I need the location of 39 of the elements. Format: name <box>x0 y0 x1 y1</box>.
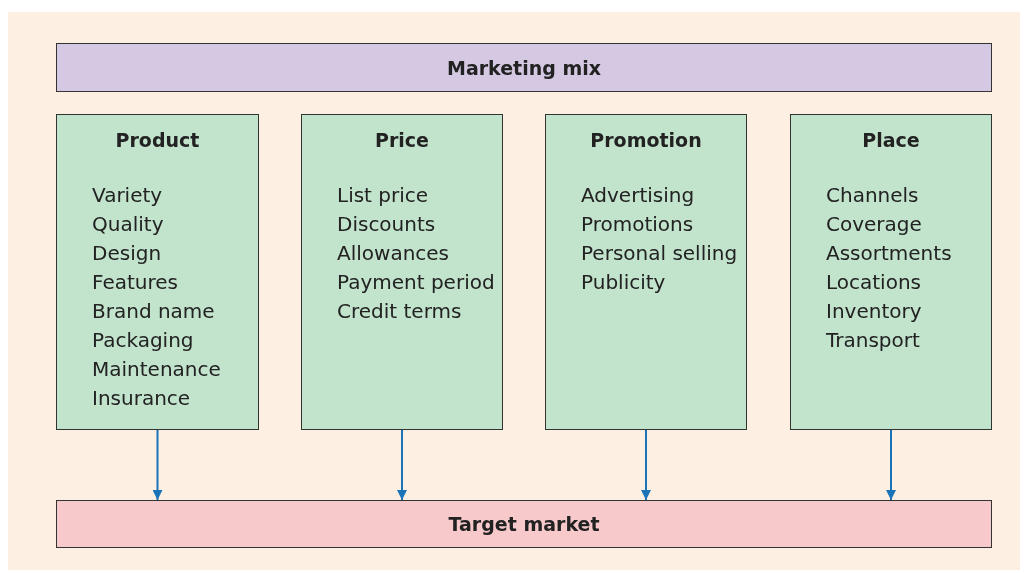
list-item: Allowances <box>337 241 450 265</box>
category-box <box>545 114 747 430</box>
category-box <box>790 114 992 430</box>
category-heading: Price <box>374 129 430 151</box>
category-heading: Place <box>861 129 921 151</box>
list-item: Inventory <box>826 299 922 323</box>
banner-box <box>56 500 992 548</box>
list-item: Brand name <box>92 299 215 323</box>
list-item: Publicity <box>581 270 666 294</box>
list-item: Packaging <box>92 328 194 352</box>
banner-title: Marketing mix <box>447 56 601 79</box>
arrow <box>152 429 163 501</box>
category-heading: Product <box>114 129 201 151</box>
list-item: Transport <box>826 328 920 352</box>
banner-box <box>56 43 992 92</box>
list-item: Variety <box>92 183 163 207</box>
list-item: Promotions <box>581 212 694 236</box>
list-item: Credit terms <box>337 299 462 323</box>
list-item: Locations <box>826 270 921 294</box>
category-heading: Promotion <box>589 129 703 151</box>
list-item: Personal selling <box>581 241 738 265</box>
list-item: Payment period <box>337 270 495 294</box>
list-item: Channels <box>826 183 919 207</box>
list-item: Maintenance <box>92 357 221 381</box>
arrow <box>397 429 407 501</box>
list-item: Design <box>92 241 162 265</box>
list-item: Advertising <box>581 183 695 207</box>
list-item: Insurance <box>92 386 191 410</box>
arrow <box>641 429 651 501</box>
category-box <box>301 114 503 430</box>
list-item: Quality <box>92 212 164 236</box>
category-box <box>56 114 259 430</box>
arrow <box>886 429 896 501</box>
list-item: List price <box>337 183 429 207</box>
list-item: Coverage <box>826 212 922 236</box>
list-item: Assortments <box>826 241 952 265</box>
list-item: Features <box>92 270 178 294</box>
banner-title: Target market <box>448 513 600 535</box>
list-item: Discounts <box>337 212 436 236</box>
